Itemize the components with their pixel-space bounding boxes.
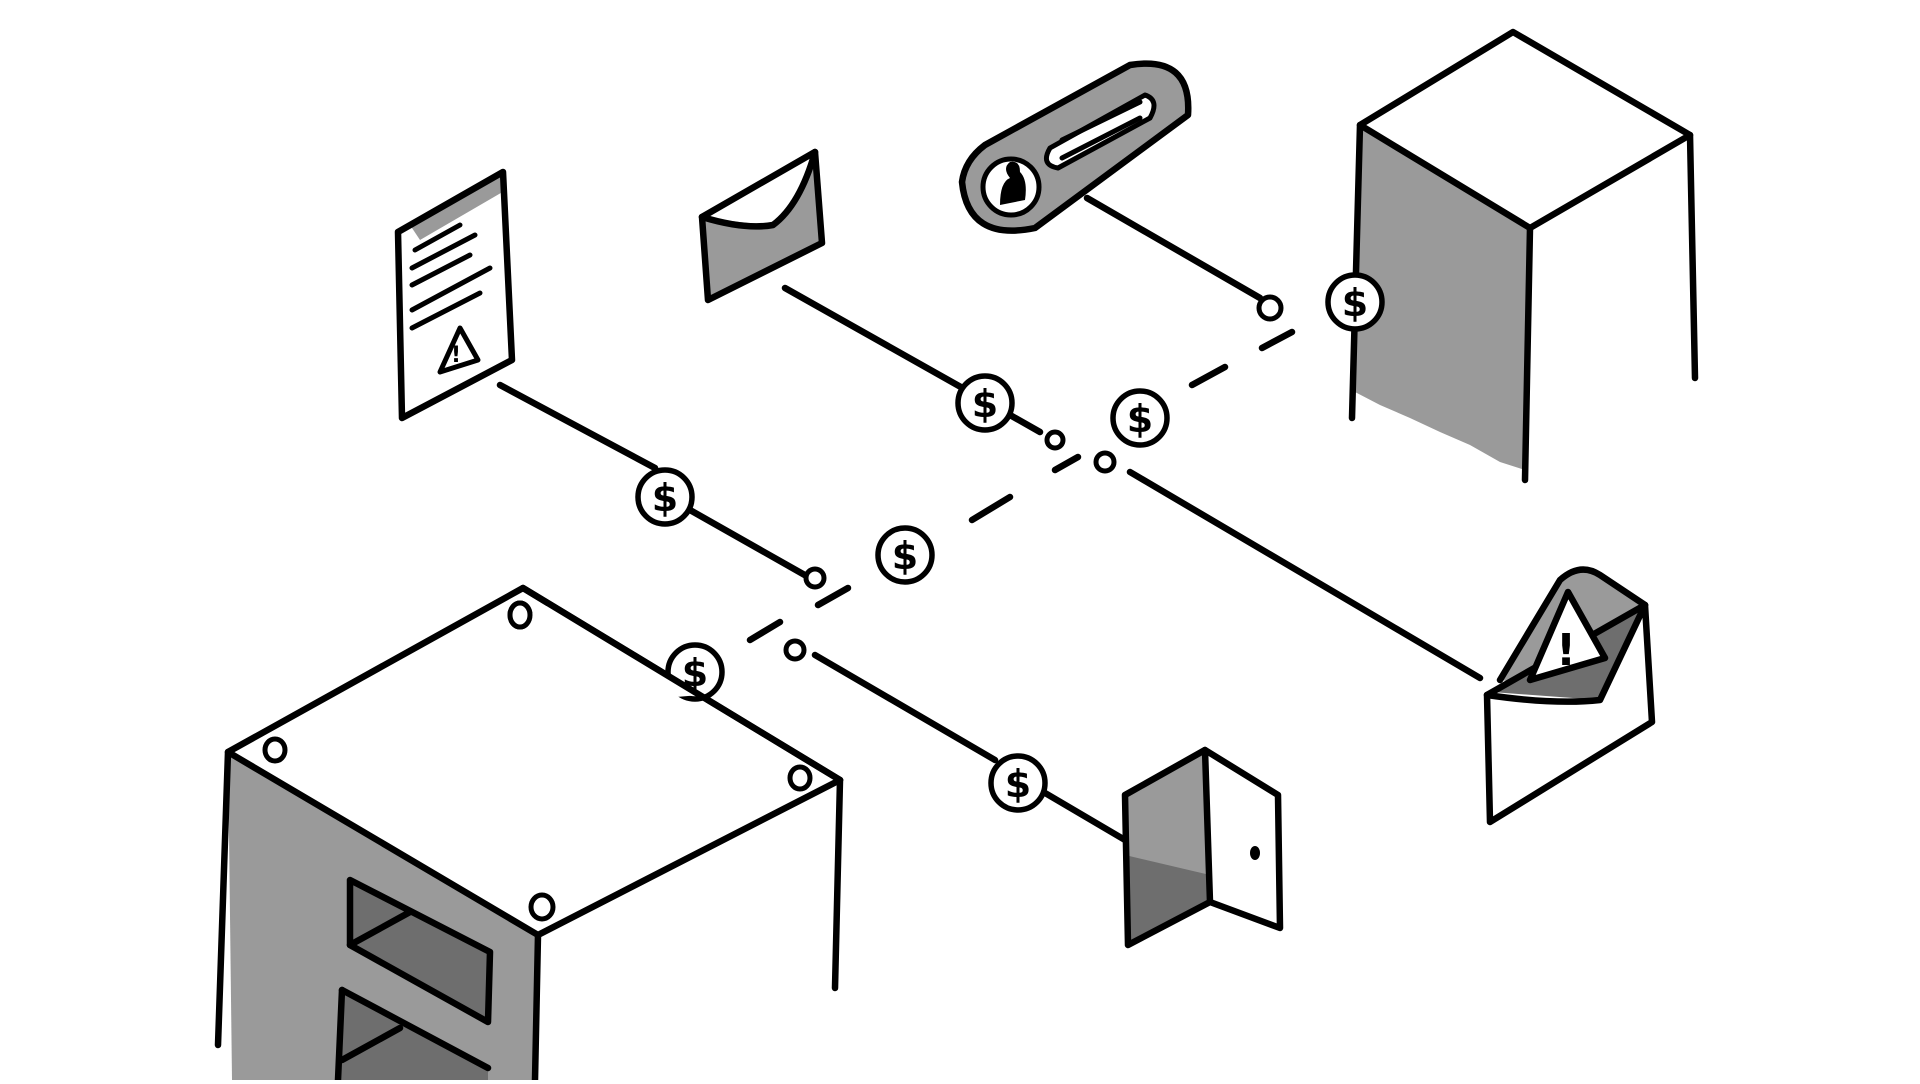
document-warning-icon: ! xyxy=(394,168,516,422)
dash-5 xyxy=(1188,363,1229,389)
connector-door xyxy=(1036,786,1129,844)
node-center xyxy=(1093,450,1117,474)
dollar-coin-icon: $ xyxy=(955,373,1015,433)
cabinet-bolt xyxy=(507,600,533,630)
connector-warning-envelope xyxy=(1126,468,1484,682)
connector-envelope xyxy=(781,284,979,399)
warning-envelope-mark: ! xyxy=(1556,625,1576,676)
document-warning-mark: ! xyxy=(451,343,461,368)
node-cabinet xyxy=(783,638,807,662)
node-id-card xyxy=(1256,294,1284,322)
dollar-coin-icon: $ xyxy=(635,467,695,527)
svg-text:$: $ xyxy=(1127,397,1153,441)
dash-1 xyxy=(746,618,784,644)
svg-text:$: $ xyxy=(972,382,998,426)
warning-envelope-icon: ! xyxy=(1483,566,1656,826)
dollar-coin-icon: $ xyxy=(1110,388,1170,448)
storage-cabinet-icon xyxy=(214,584,844,1084)
envelope-icon xyxy=(698,148,826,304)
svg-text:$: $ xyxy=(1005,762,1031,806)
svg-text:$: $ xyxy=(1342,281,1368,325)
server-building-icon xyxy=(1348,28,1699,484)
dash-3 xyxy=(968,493,1014,524)
open-door-icon xyxy=(1121,746,1284,949)
dollar-coin-icon: $ xyxy=(1325,272,1385,332)
dash-4 xyxy=(1051,453,1082,474)
connector-id-card xyxy=(1083,194,1264,302)
connector-envelope-2 xyxy=(1006,411,1044,436)
user-id-card-icon xyxy=(958,60,1192,234)
connectors xyxy=(496,194,1484,844)
svg-text:$: $ xyxy=(892,534,918,578)
cabinet-top-occluder xyxy=(520,604,700,700)
connector-cabinet-door xyxy=(811,651,999,764)
dash-6 xyxy=(1258,328,1296,352)
dash-2 xyxy=(814,584,852,609)
connector-document xyxy=(496,381,659,472)
connector-document-2 xyxy=(686,506,814,582)
node-document xyxy=(803,566,827,590)
dollar-coin-icon: $ xyxy=(988,753,1048,813)
dollar-coin-icon: $ xyxy=(875,525,935,585)
cabinet-top-edge xyxy=(519,584,844,784)
svg-text:$: $ xyxy=(652,476,678,520)
node-envelope xyxy=(1044,429,1066,451)
coins: $ $ $ $ $ $ $ xyxy=(635,272,1385,813)
